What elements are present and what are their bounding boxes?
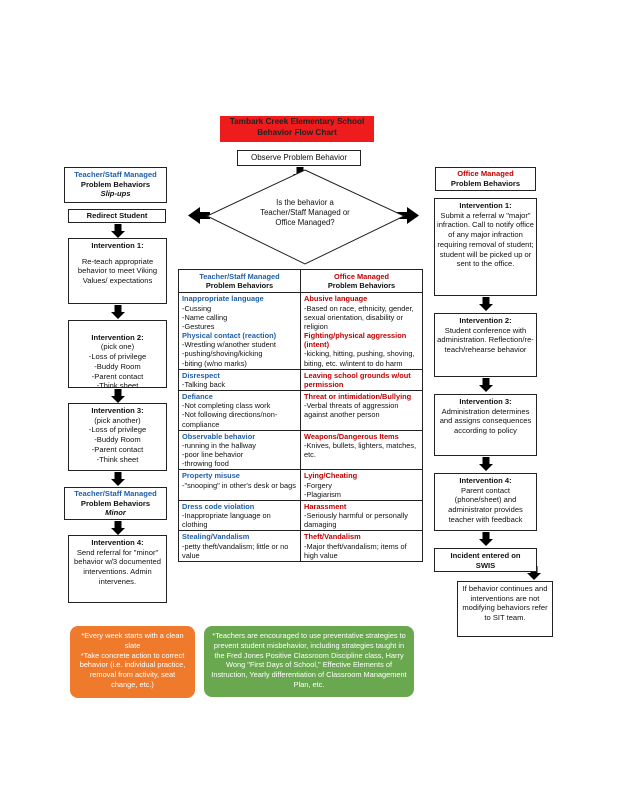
right-body-text: -Major theft/vandalism; items of high va… xyxy=(304,541,407,560)
arrow-down xyxy=(479,297,493,311)
arrow-down xyxy=(111,521,125,535)
right-intervention-1: Intervention 1:Submit a referral w "majo… xyxy=(434,198,537,296)
left-head-text: Defiance xyxy=(182,392,213,402)
left-sub-body-text: -Wrestling w/another student -pushing/sh… xyxy=(182,340,276,368)
left-head-text: Observable behavior xyxy=(182,431,256,441)
right-sub-text: Fighting/physical aggression (intent) xyxy=(304,331,407,350)
arrow-down xyxy=(479,457,493,471)
start-box: Observe Problem Behavior xyxy=(237,150,361,166)
right-body-text: -Knives, bullets, lighters, matches, etc… xyxy=(304,440,417,460)
table-row: Inappropriate language-Cussing -Name cal… xyxy=(179,293,422,370)
right-cell: Weapons/Dangerous Items-Knives, bullets,… xyxy=(301,431,422,470)
right-cell: Threat or intimidation/Bullying-Verbal t… xyxy=(301,391,422,430)
left-cell: Observable behavior-running in the hallw… xyxy=(179,430,301,470)
left-body-text: -running in the hallway -poor line behav… xyxy=(182,440,256,469)
right-head-text: Leaving school grounds w/out permission xyxy=(304,370,411,389)
table-row: Observable behavior-running in the hallw… xyxy=(179,430,422,471)
sit-box: If behavior continues and interventions … xyxy=(457,581,553,637)
left-cell: Disrespect-Talking back xyxy=(179,369,301,391)
arrow-down xyxy=(479,532,493,546)
left-head-text: Inappropriate language xyxy=(182,294,264,304)
right-cell: Harassment-Seriously harmful or personal… xyxy=(301,501,422,531)
table-row: Stealing/Vandalism-petty theft/vandalism… xyxy=(179,531,422,561)
left-body-text: -Talking back xyxy=(182,379,226,389)
right-head-text: Weapons/Dangerous Items xyxy=(304,431,399,441)
left-cell: Stealing/Vandalism-petty theft/vandalism… xyxy=(179,531,301,561)
right-head-text: Lying/Cheating xyxy=(304,471,358,481)
right-cell: Lying/Cheating-Forgery -Plagiarism xyxy=(301,470,422,500)
left-body-text: -Cussing -Name calling -Gestures xyxy=(182,303,228,331)
arrow-down xyxy=(111,472,125,486)
right-cell: Abusive language-Based on race, ethnicit… xyxy=(301,293,422,368)
table-row: Dress code violation-Inappropriate langu… xyxy=(179,500,422,532)
left-body-text: -"snooping" in other's desk or bags xyxy=(182,480,296,490)
decision-diamond xyxy=(205,169,406,265)
right-head-text: Abusive language xyxy=(304,294,368,304)
right-head-text: Theft/Vandalism xyxy=(304,532,361,542)
orange-note: *Every week starts with a clean slate *T… xyxy=(70,626,195,698)
left-cell: Inappropriate language-Cussing -Name cal… xyxy=(179,293,301,369)
left-cell: Property misuse-"snooping" in other's de… xyxy=(179,470,301,500)
left-cell: Dress code violation-Inappropriate langu… xyxy=(179,500,301,531)
left-head-text: Property misuse xyxy=(182,471,240,481)
right-head-text: Threat or intimidation/Bullying xyxy=(304,392,412,402)
arrow-down xyxy=(111,224,125,238)
right-sub-body-text: -kicking, hitting, pushing, shoving, bit… xyxy=(304,349,415,368)
left-head-text: Disrespect xyxy=(182,370,220,380)
table-row: Property misuse-"snooping" in other's de… xyxy=(179,470,422,501)
left-intervention-2: Intervention 2:(pick one) -Loss of privi… xyxy=(68,320,167,390)
left-head-text: Stealing/Vandalism xyxy=(182,532,250,542)
left-intervention-3: Intervention 3:(pick another) -Loss of p… xyxy=(68,403,167,471)
left-intervention-1: Intervention 1:Re-teach appropriate beha… xyxy=(68,238,167,304)
left-head-text: Dress code violation xyxy=(182,501,255,511)
left-body-text: -petty theft/vandalism; little or no val… xyxy=(182,541,289,560)
right-intervention-4: Intervention 4:Parent contact (phone/she… xyxy=(434,473,537,531)
green-note: *Teachers are encouraged to use preventa… xyxy=(204,626,414,697)
right-body-text: -Forgery -Plagiarism xyxy=(304,480,341,499)
decision-text: Is the behavior a Teacher/Staff Managed … xyxy=(260,198,350,228)
right-body-text: -Verbal threats of aggression against an… xyxy=(304,401,399,420)
left-cell: Defiance-Not completing class work -Not … xyxy=(179,391,301,430)
redirect-box: Redirect Student xyxy=(68,209,166,223)
right-intervention-3: Intervention 3:Administration determines… xyxy=(434,394,537,456)
table-row: Defiance-Not completing class work -Not … xyxy=(179,391,422,431)
arrow-down xyxy=(111,305,125,319)
right-intervention-2: Intervention 2:Student conference with a… xyxy=(434,313,537,377)
right-cell: Leaving school grounds w/out permission xyxy=(301,370,422,390)
right-body-text: -Based on race, ethnicity, gender, sexua… xyxy=(304,303,414,331)
right-head-text: Harassment xyxy=(304,501,347,511)
arrow-left xyxy=(188,207,210,224)
left-body-text: -Inappropriate language on clothing xyxy=(182,511,271,530)
left-intervention-4: Intervention 4:Send referral for "minor"… xyxy=(68,535,167,603)
left-body-text: -Not completing class work -Not followin… xyxy=(182,401,278,429)
left-sub-text: Physical contact (reaction) xyxy=(182,331,277,341)
right-body-text: -Seriously harmful or personally damagin… xyxy=(304,511,408,530)
arrow-down xyxy=(479,378,493,392)
right-cell: Theft/Vandalism-Major theft/vandalism; i… xyxy=(301,531,422,561)
